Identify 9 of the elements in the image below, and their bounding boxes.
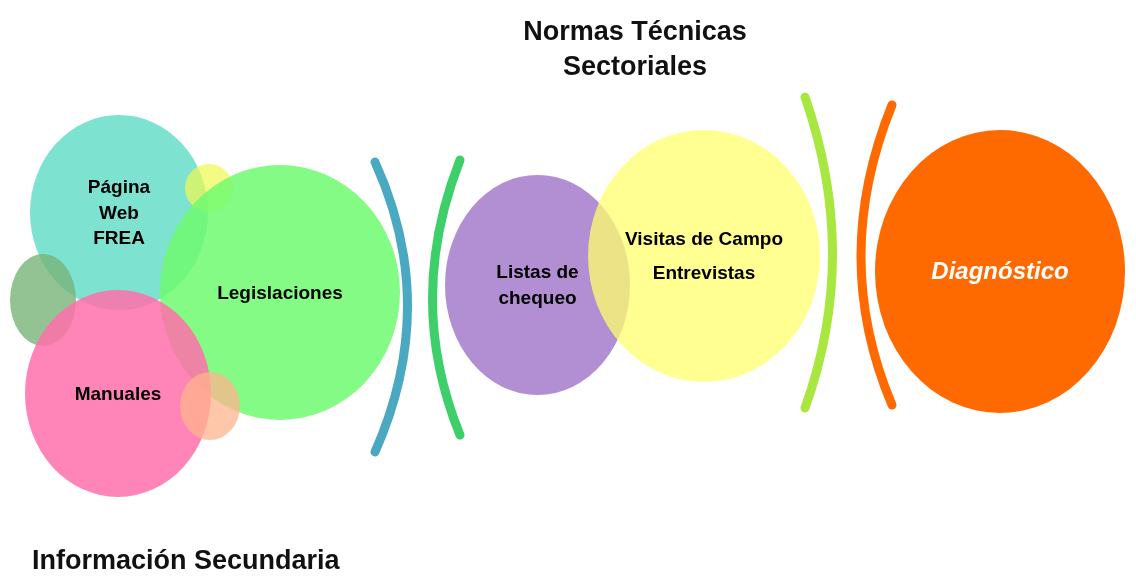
circle-label: Manuales	[74, 381, 162, 406]
circle-label: Visitas de Campo	[624, 227, 783, 252]
circle-label: Diagnóstico	[931, 256, 1069, 287]
heading: Información Secundaria	[32, 544, 340, 576]
circle-label: Página Web FREA	[86, 175, 152, 251]
circle-label: Entrevistas	[652, 261, 756, 285]
circle-label: Legislaciones	[217, 280, 343, 305]
heading: Normas Técnicas Sectoriales	[522, 15, 748, 84]
circle-label: Listas de chequeo	[495, 260, 580, 310]
